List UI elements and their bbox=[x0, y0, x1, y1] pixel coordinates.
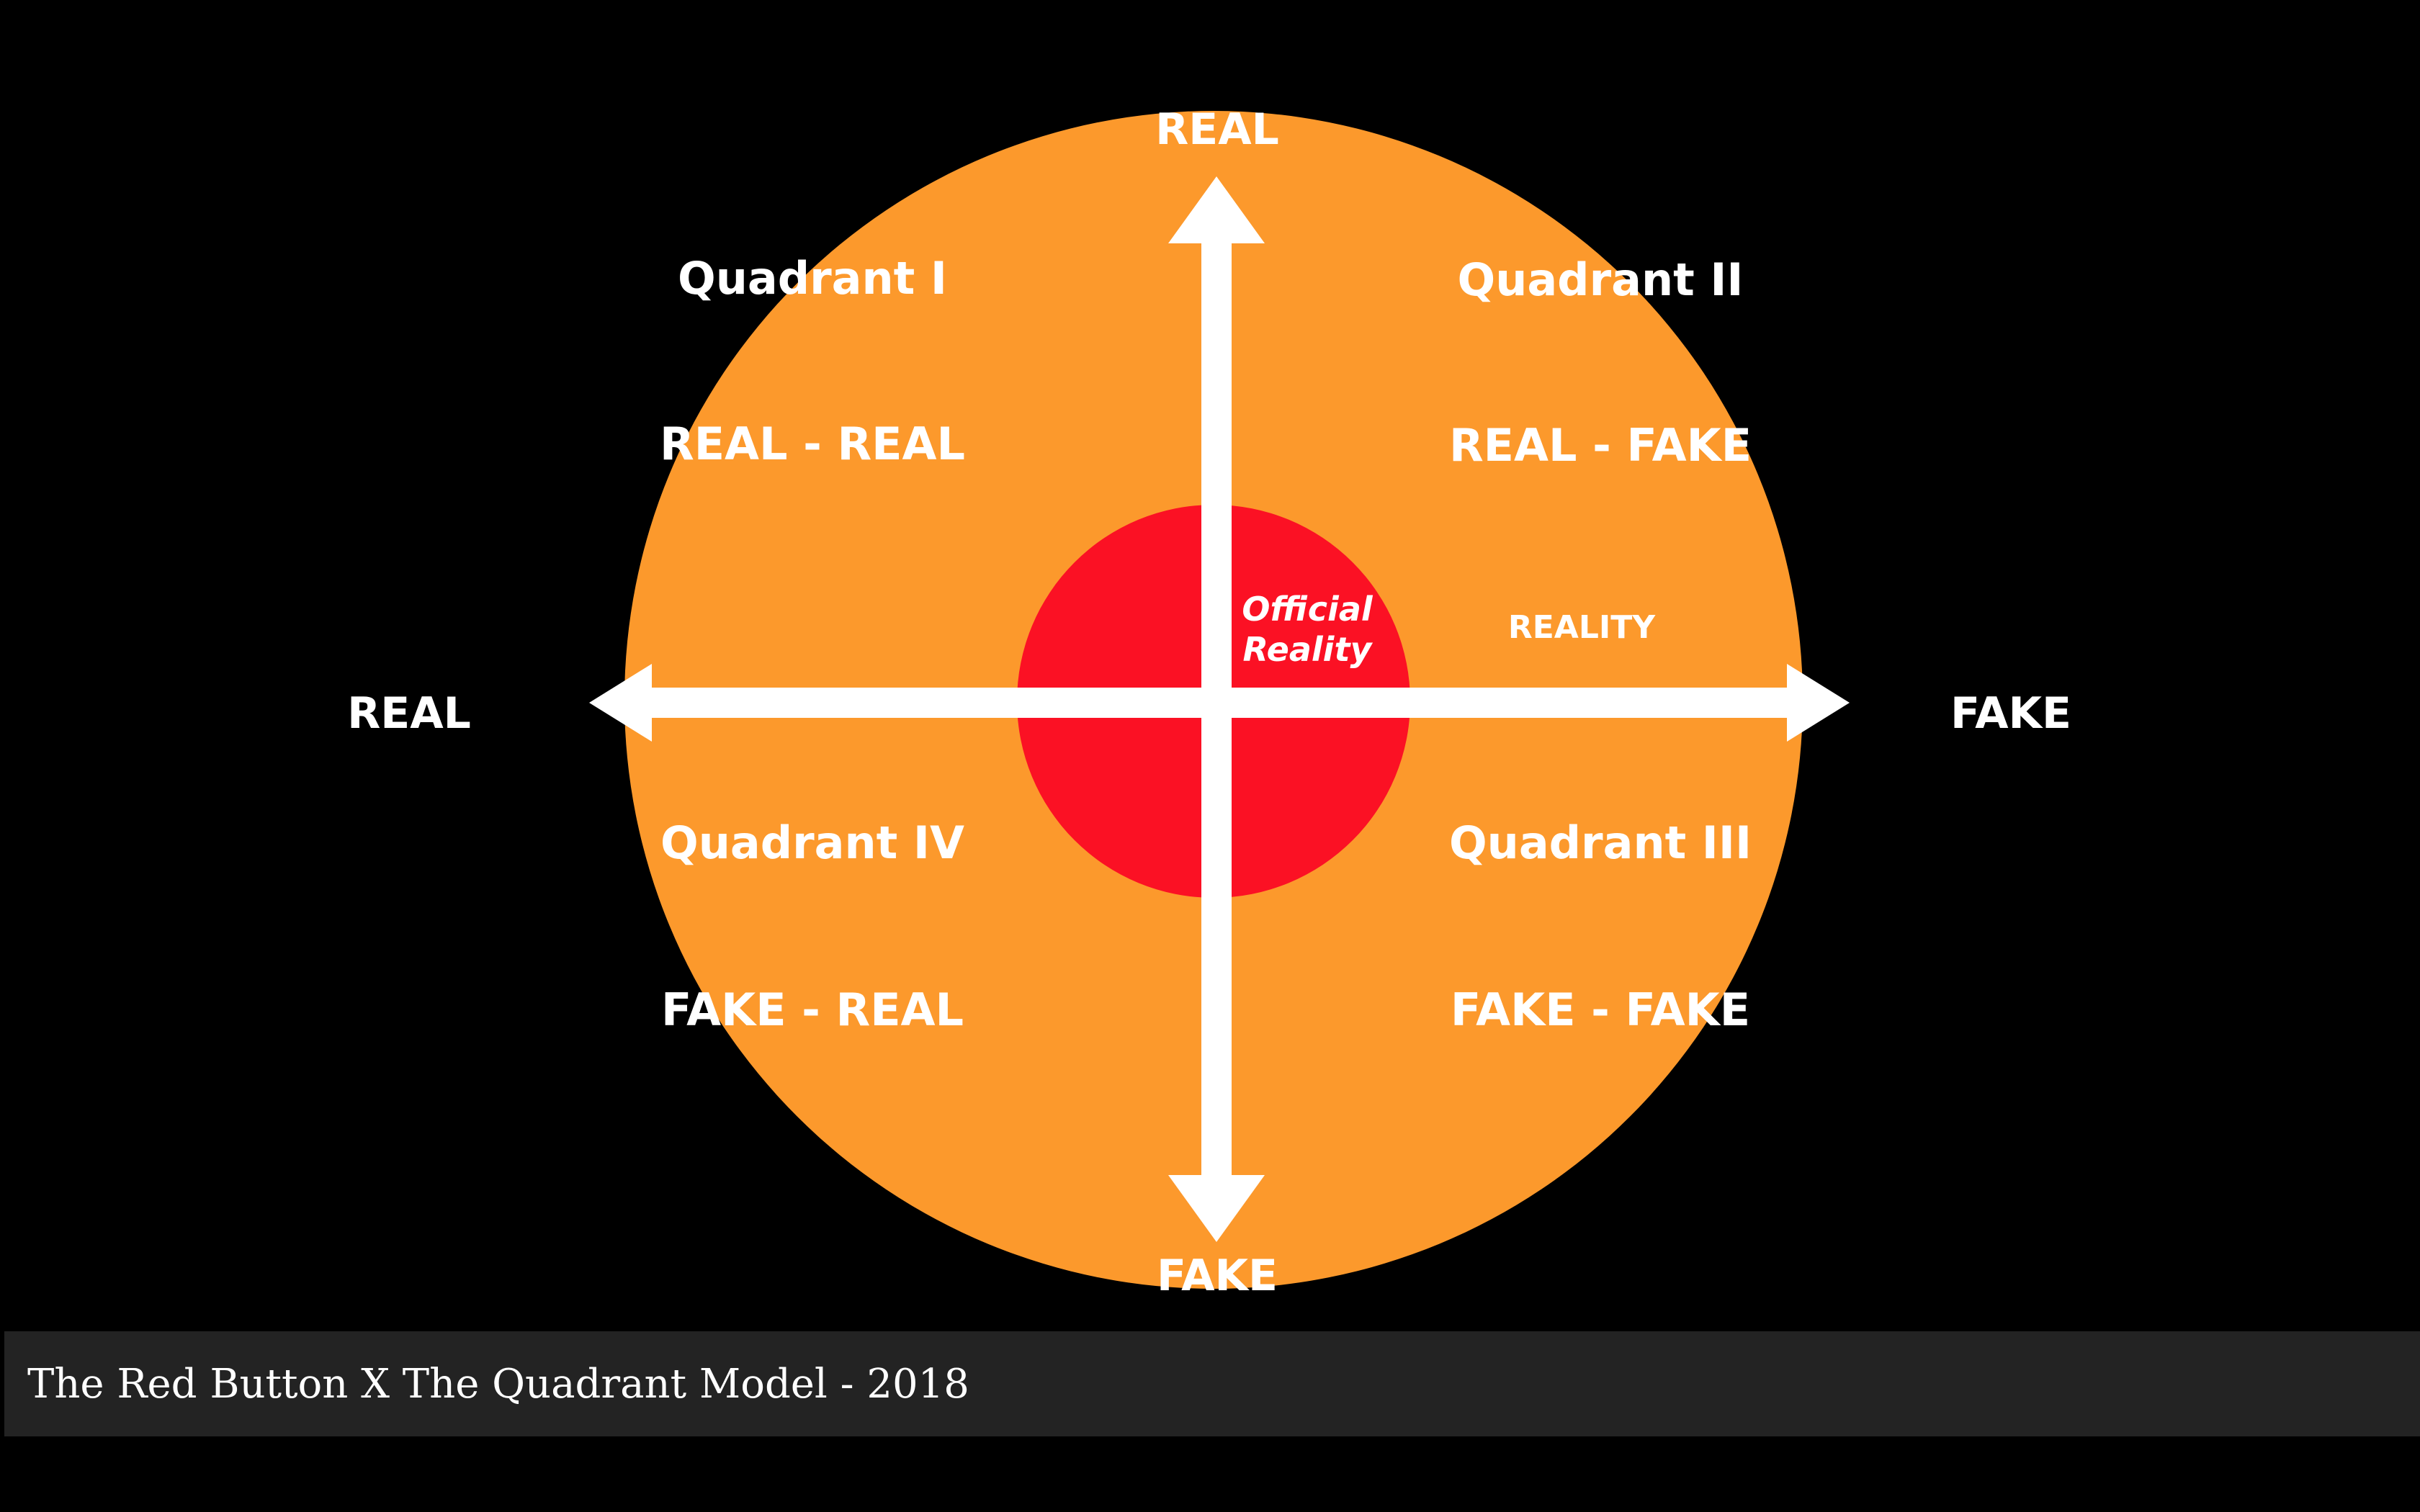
quadrant-4-label: FAKE - REAL bbox=[661, 984, 964, 1036]
quadrant-3-title: Quadrant III bbox=[1449, 816, 1752, 869]
quadrant-4-title: Quadrant IV bbox=[660, 816, 964, 869]
axis-label-left: REAL bbox=[347, 688, 471, 739]
vertical-axis-line bbox=[1201, 230, 1232, 1181]
arrow-down-icon bbox=[1168, 1175, 1265, 1242]
quadrant-3-label: FAKE - FAKE bbox=[1451, 984, 1750, 1036]
axis-label-right: FAKE bbox=[1950, 688, 2071, 739]
caption-bar: The Red Button X The Quadrant Model - 20… bbox=[4, 1331, 2420, 1436]
center-label-line1: Official bbox=[1242, 590, 1373, 629]
caption-text: The Red Button X The Quadrant Model - 20… bbox=[27, 1360, 969, 1408]
quadrant-2-label: REAL - FAKE bbox=[1449, 419, 1752, 472]
axis-label-top: REAL bbox=[1155, 104, 1279, 155]
arrow-left-icon bbox=[589, 664, 652, 742]
arrow-right-icon bbox=[1787, 664, 1850, 742]
axis-label-bottom: FAKE bbox=[1157, 1251, 1278, 1301]
quadrant-1-label: REAL - REAL bbox=[660, 418, 965, 470]
center-label-line2: Reality bbox=[1243, 630, 1373, 669]
quadrant-1-title: Quadrant I bbox=[678, 252, 947, 305]
arrow-up-icon bbox=[1168, 176, 1265, 243]
reality-label: REALITY bbox=[1508, 609, 1656, 646]
quadrant-2-title: Quadrant II bbox=[1458, 253, 1744, 306]
